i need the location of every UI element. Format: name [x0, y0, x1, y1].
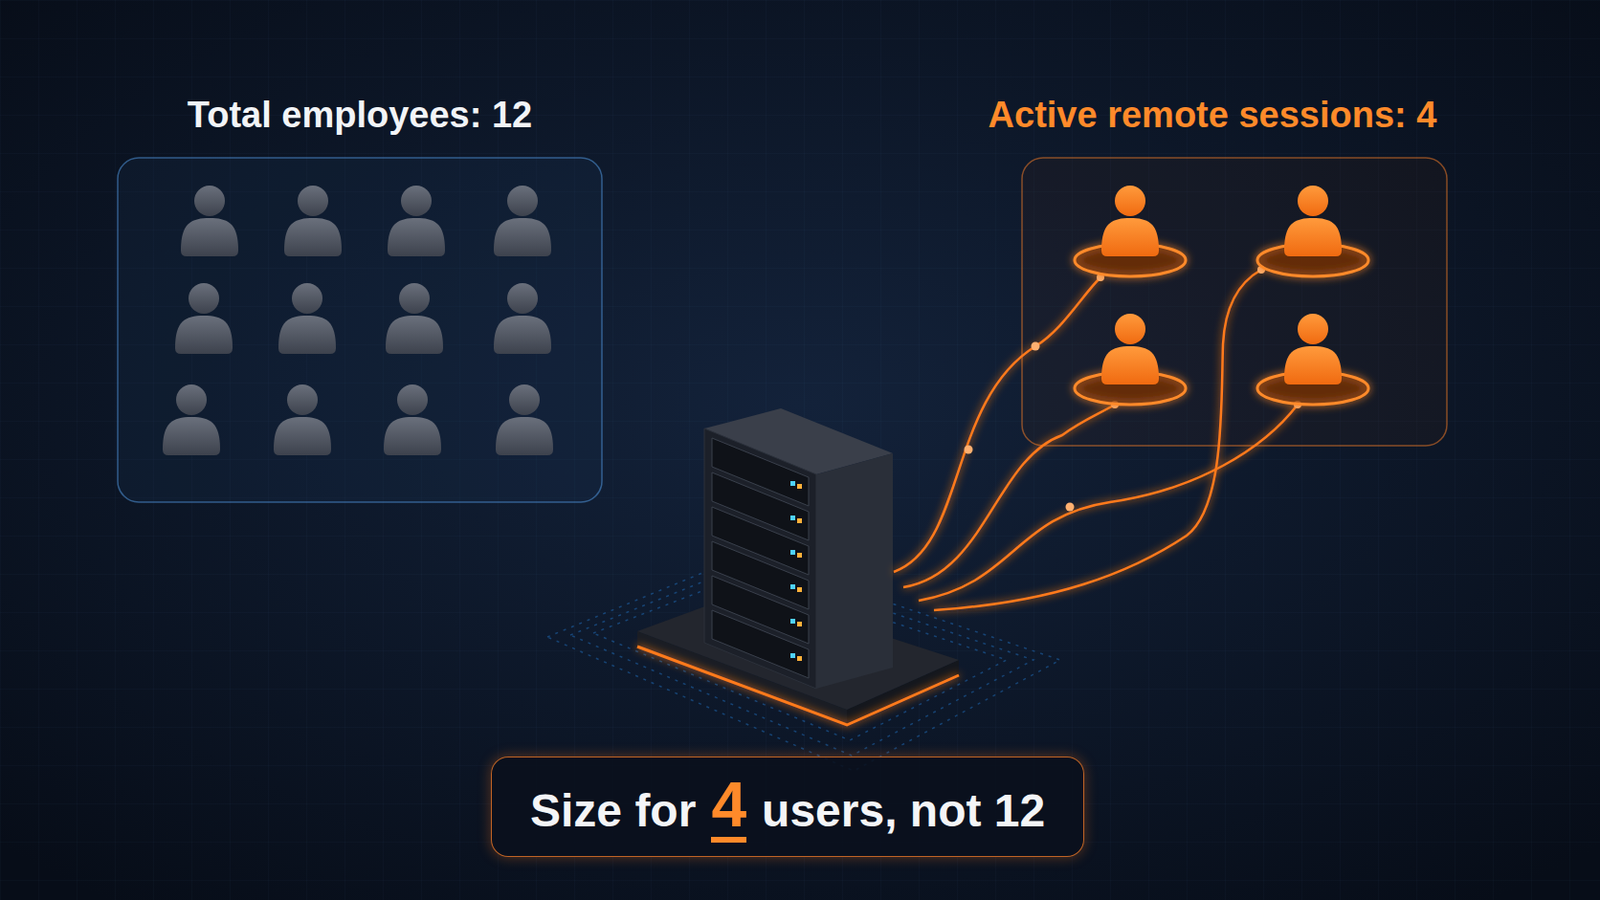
- drive-bay: [711, 610, 809, 679]
- employee-panel: [117, 157, 602, 503]
- group-heading: Active remote sessions: 4: [988, 92, 1438, 137]
- status-leds: [790, 481, 802, 662]
- session-wire: [903, 404, 1115, 588]
- callout-text: users, not 12: [761, 783, 1045, 840]
- led: [790, 515, 796, 521]
- server-rack: [704, 408, 893, 689]
- person-icon: [383, 384, 442, 456]
- session-wire: [933, 269, 1262, 611]
- session-wires: [893, 269, 1298, 611]
- person-icon: [1284, 313, 1342, 385]
- wire-dot: [1031, 342, 1041, 352]
- person-icon: [493, 185, 552, 257]
- wire-dot: [964, 445, 974, 455]
- led: [790, 584, 796, 590]
- person-icon: [162, 384, 221, 456]
- server-front: [704, 428, 817, 689]
- drive-bays: [711, 438, 809, 679]
- led: [797, 518, 802, 524]
- session-panel: [1022, 157, 1447, 446]
- led: [797, 587, 802, 593]
- person-icon: [175, 283, 233, 355]
- person-icon: [1101, 185, 1159, 257]
- employee-icons: [162, 185, 554, 456]
- wire-dots: [964, 266, 1303, 512]
- platform-edge-glow: [637, 646, 959, 726]
- sizing-callout: Size for 4users, not 12: [490, 756, 1085, 858]
- led: [790, 653, 796, 659]
- session-wire: [918, 404, 1298, 601]
- callout-text: Size for: [530, 783, 696, 840]
- highlight-number: 4: [711, 775, 747, 844]
- employee-group: Total employees: 12: [117, 157, 602, 503]
- led: [790, 481, 796, 487]
- person-icon: [1284, 185, 1342, 257]
- person-icon: [495, 384, 554, 456]
- person-icon: [1101, 313, 1159, 385]
- person-icon: [493, 283, 552, 355]
- person-icon: [387, 185, 445, 257]
- led: [797, 656, 802, 662]
- person-icon: [180, 185, 239, 257]
- person-icon: [278, 283, 336, 355]
- led: [790, 550, 796, 556]
- group-heading: Total employees: 12: [187, 92, 533, 137]
- person-icon: [273, 384, 332, 456]
- session-wire: [893, 277, 1101, 573]
- person-icon: [284, 185, 342, 257]
- led: [797, 622, 802, 627]
- person-icon: [385, 283, 444, 355]
- led: [797, 553, 802, 558]
- led: [797, 484, 802, 489]
- session-icons: [1101, 185, 1342, 385]
- server-side: [816, 453, 893, 689]
- wire-dot: [1066, 503, 1075, 512]
- session-group: Active remote sessions: 4: [1022, 157, 1447, 446]
- session-rings: [1074, 244, 1369, 405]
- led: [790, 619, 796, 624]
